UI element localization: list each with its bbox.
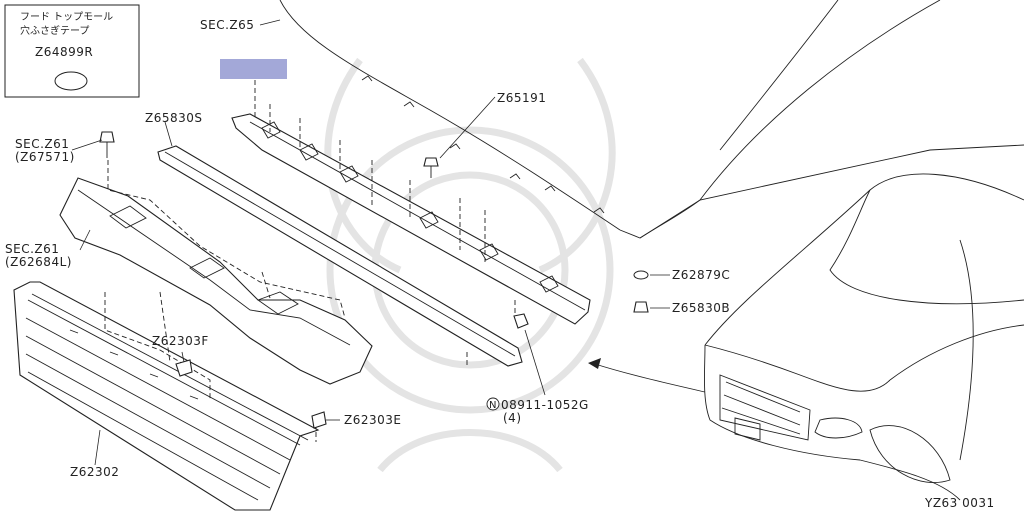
top-molding-strip [157, 145, 523, 367]
label-z62302: Z62302 [70, 465, 119, 479]
locator-arrow [588, 358, 706, 393]
grille-upper-panel [59, 177, 373, 385]
bolt-label-group: N 08911-1052G (4) [486, 397, 589, 425]
label-bolt-n: N [489, 400, 496, 411]
diagram-code: YZ63 0031 [924, 496, 995, 510]
hood-panel [279, 0, 1024, 239]
inset-part-number: Z64899R [35, 45, 93, 59]
front-grille [13, 281, 320, 511]
label-z62303f: Z62303F [152, 334, 209, 348]
hood-top-molding-bracket [231, 113, 591, 325]
assembly-lines [104, 80, 516, 442]
label-z65830b: Z65830B [672, 301, 730, 315]
vehicle-locator-sketch [704, 173, 1024, 501]
label-z62303e: Z62303E [344, 413, 401, 427]
label-sec-z65: SEC.Z65 [200, 18, 254, 32]
inset-line2: 穴ふさぎテープ [20, 24, 89, 37]
label-z62879c: Z62879C [672, 268, 730, 282]
label-z67571: (Z67571) [15, 150, 75, 164]
clip-z65191 [423, 157, 439, 178]
clip-z67571 [99, 131, 115, 158]
clip-z65830b [633, 301, 649, 313]
label-z62684l: (Z62684L) [5, 255, 72, 269]
leader-lines [71, 19, 670, 466]
label-bolt-qty: (4) [503, 411, 522, 425]
inset-line1: フード トップモール [20, 11, 113, 23]
label-z65830s: Z65830S [145, 111, 203, 125]
highlight-patch [220, 59, 287, 79]
label-z65191: Z65191 [497, 91, 546, 105]
grommet-z62879c [633, 270, 649, 280]
clip-z62303f [175, 359, 193, 377]
clip-z62303e [311, 411, 327, 429]
label-sec-z61-a: SEC.Z61 [15, 137, 69, 151]
label-sec-z61-b: SEC.Z61 [5, 242, 59, 256]
inset-box: フード トップモール 穴ふさぎテープ Z64899R [4, 4, 140, 98]
bolt-08911 [513, 313, 529, 329]
label-bolt-part: 08911-1052G [501, 398, 589, 412]
